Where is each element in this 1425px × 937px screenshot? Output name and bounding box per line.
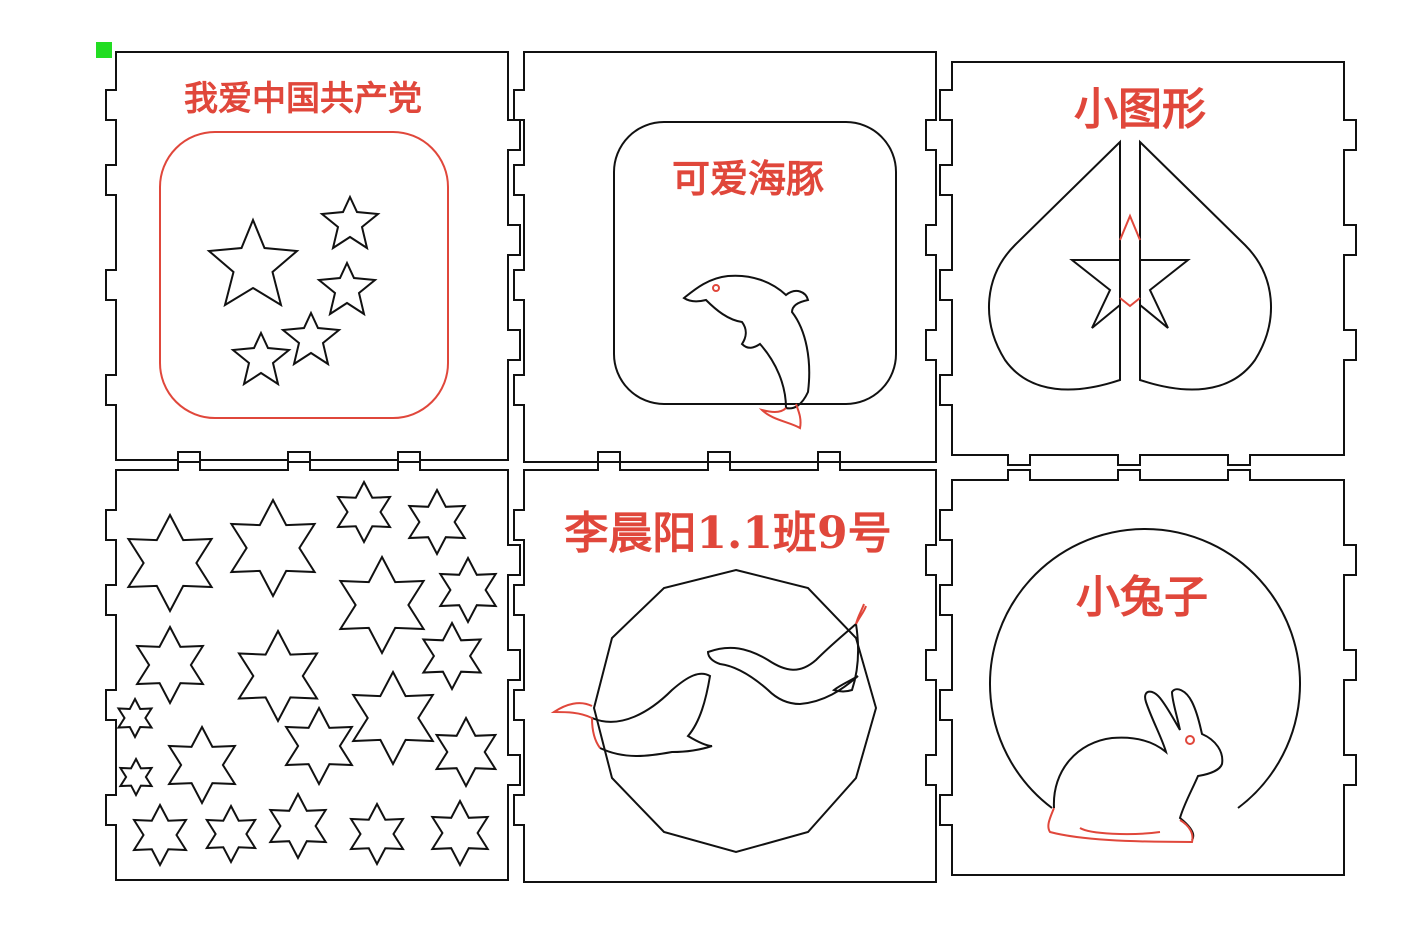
panel-3: 小图形 (939, 61, 1357, 466)
five-stars-icon (206, 194, 381, 387)
small-star-icon (319, 194, 381, 251)
six-point-star-icon (132, 802, 188, 868)
panel-outline (939, 469, 1357, 876)
six-point-star-icon (118, 756, 154, 798)
panel-title: 小图形 (1074, 84, 1206, 135)
small-star-icon (316, 260, 378, 317)
six-point-star-icon (434, 715, 498, 789)
rabbit-base-engrave (1047, 807, 1194, 844)
six-point-star-icon (438, 555, 498, 625)
six-point-star-icon (430, 798, 490, 868)
heart-right-half (1139, 139, 1272, 391)
rounded-frame (159, 131, 449, 419)
six-point-star-icon (167, 724, 237, 806)
origin-marker-icon (96, 42, 112, 58)
rabbit-moon-icon (1047, 688, 1224, 844)
moon-circle (989, 528, 1301, 809)
six-point-star-icon (135, 624, 205, 706)
panel-title: 我爱中国共产党 (184, 79, 422, 119)
goose-left-head (550, 702, 601, 749)
small-star-icon (280, 310, 342, 367)
panel-outline (513, 461, 937, 883)
rounded-frame (613, 121, 897, 405)
panel-1: 我爱中国共产党 (105, 51, 521, 461)
six-point-star-icon (351, 669, 435, 767)
panel-4 (105, 461, 521, 881)
six-point-star-icon (336, 479, 392, 545)
panel-outline (105, 51, 521, 461)
six-point-star-icon (338, 554, 426, 656)
panel-outline (105, 461, 521, 881)
panel-outline (513, 51, 937, 463)
geese-over-moon-icon (550, 568, 878, 854)
moon-polygon (592, 568, 878, 854)
six-point-star-icon (268, 791, 328, 861)
six-point-star-icon (237, 628, 319, 724)
panel-title: 李晨阳1.1班9号 (564, 508, 891, 559)
goose-right (706, 622, 860, 706)
six-point-star-icon (407, 487, 467, 557)
panel-2: 可爱海豚 (513, 51, 937, 463)
six-point-star-icon (204, 803, 258, 865)
big-star-icon (206, 217, 300, 308)
six-point-star-icon (229, 497, 317, 599)
six-point-star-icon (126, 512, 214, 614)
dolphin-icon (682, 274, 811, 430)
small-star-icon (230, 330, 292, 387)
six-point-star-icon (284, 705, 354, 787)
dolphin-eye-icon (712, 284, 720, 292)
panel-outline (939, 61, 1357, 466)
goose-right-head (855, 603, 867, 625)
six-point-star-icon (116, 696, 154, 740)
star-outline (1069, 259, 1191, 329)
panel-title: 小兔子 (1076, 572, 1208, 623)
panel-5: 李晨阳1.1班9号 (513, 461, 937, 883)
six-point-star-icon (349, 801, 405, 867)
six-point-star-icon (421, 620, 483, 692)
star-field-icon (116, 479, 498, 868)
heart-left-half (988, 139, 1121, 391)
rabbit-eye-icon (1185, 735, 1195, 745)
split-heart-star-icon (988, 139, 1272, 391)
panel-6: 小兔子 (939, 469, 1357, 876)
goose-left (591, 672, 713, 757)
star-top-engrave (1119, 213, 1141, 308)
panel-title: 可爱海豚 (672, 156, 824, 201)
rabbit-body (1052, 688, 1224, 841)
